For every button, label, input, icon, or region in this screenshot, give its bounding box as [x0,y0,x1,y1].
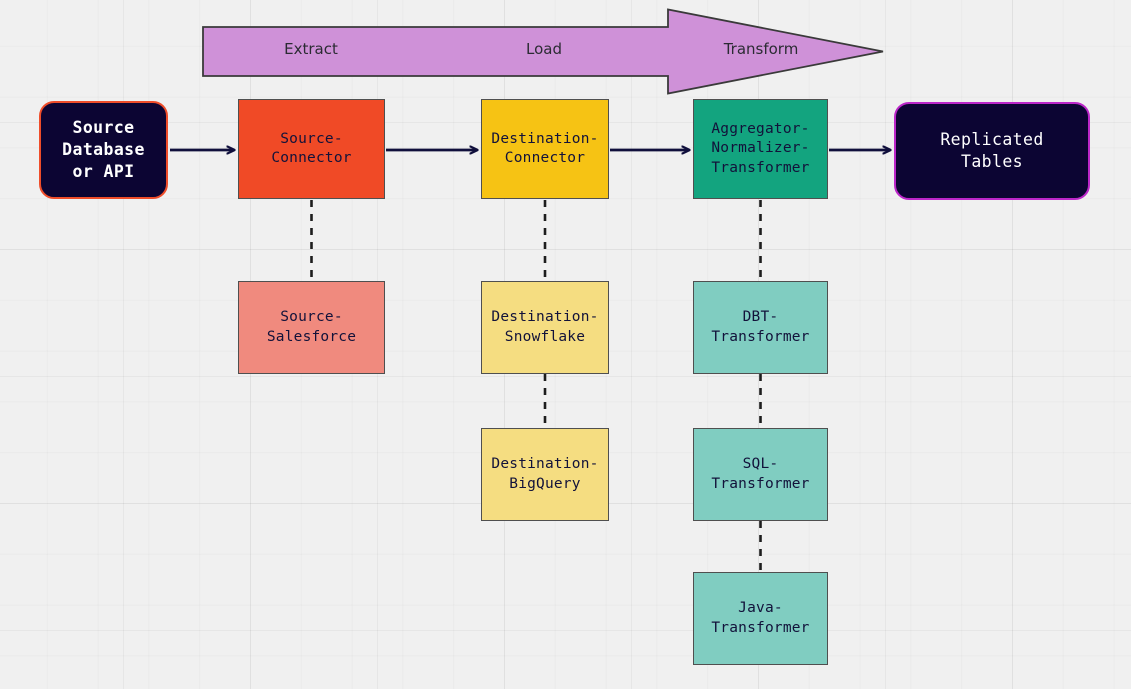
node-replicated-tables[interactable]: Replicated Tables [894,102,1090,200]
phase-label-load: Load [526,40,562,58]
node-source-connector[interactable]: Source- Connector [238,99,385,199]
phase-banner-arrow: Extract Load Transform [202,8,885,95]
phase-label-extract: Extract [284,40,338,58]
phase-arrow-shape [202,8,884,95]
node-sql-transformer[interactable]: SQL- Transformer [693,428,828,521]
node-destination-connector[interactable]: Destination- Connector [481,99,609,199]
node-source-database-or-api[interactable]: Source Database or API [39,101,168,199]
node-java-transformer[interactable]: Java- Transformer [693,572,828,665]
phase-label-transform: Transform [723,40,799,58]
node-destination-bigquery[interactable]: Destination- BigQuery [481,428,609,521]
node-destination-snowflake[interactable]: Destination- Snowflake [481,281,609,374]
node-dbt-transformer[interactable]: DBT- Transformer [693,281,828,374]
node-source-salesforce[interactable]: Source- Salesforce [238,281,385,374]
node-aggregator-normalizer-transformer[interactable]: Aggregator- Normalizer- Transformer [693,99,828,199]
